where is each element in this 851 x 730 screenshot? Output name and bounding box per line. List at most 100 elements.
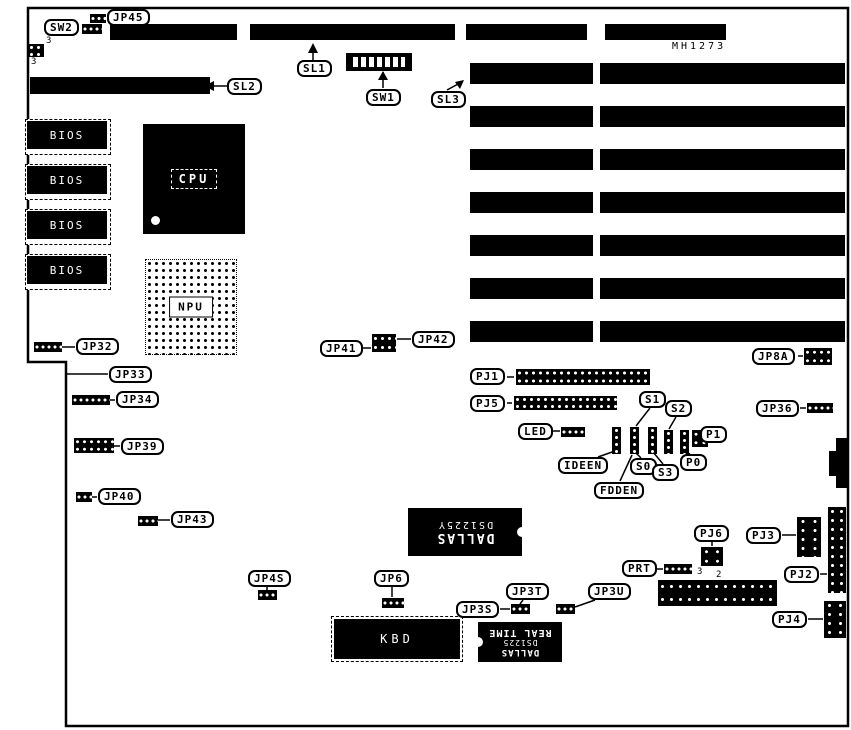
isa-row3-right — [600, 149, 845, 170]
label-pj6: PJ6 — [694, 525, 729, 542]
parallel-port-header — [658, 580, 777, 606]
bios-chip-3: BIOS — [27, 211, 107, 239]
label-jp3s: JP3S — [456, 601, 499, 618]
label-s1: S1 — [639, 391, 667, 408]
jumper-ideen — [612, 427, 621, 454]
keyboard-din-connector-step — [829, 451, 837, 476]
rtc-subtitle: REAL TIME — [488, 627, 552, 638]
jp3u-connector — [556, 604, 575, 614]
npu-socket: NPU — [145, 259, 237, 355]
sl2-slot — [30, 77, 210, 94]
isa-row6-left — [470, 278, 593, 299]
jp45-connector — [90, 14, 106, 23]
jumper-s3 — [648, 427, 657, 454]
label-p1: P1 — [700, 426, 728, 443]
pj3-connector — [797, 517, 821, 557]
dallas-brand: DALLAS — [435, 530, 495, 545]
bios-chip-label: BIOS — [49, 263, 85, 277]
label-prt: PRT — [622, 560, 657, 577]
jp3s-jp3t-connector — [511, 604, 530, 614]
chip-notch — [517, 527, 527, 537]
isa-row2-left — [470, 106, 593, 127]
pj5-header — [514, 396, 617, 410]
edge-connector — [28, 44, 44, 57]
label-s0: S0 — [630, 458, 658, 475]
npu-label: NPU — [169, 296, 213, 318]
jp43-connector — [138, 516, 158, 526]
sw2-connector — [82, 24, 102, 34]
label-s2: S2 — [665, 400, 693, 417]
bios-chip-2: BIOS — [27, 166, 107, 194]
pj2-connector — [828, 507, 846, 593]
isa-row4-right — [600, 192, 845, 213]
isa-row1-left — [470, 63, 593, 84]
top-slot-2 — [250, 24, 455, 40]
bios-chip-label: BIOS — [49, 218, 85, 232]
dallas-nvram-chip: DALLAS DS1225Y — [408, 508, 527, 556]
label-pj3: PJ3 — [746, 527, 781, 544]
rtc-brand: DALLAS — [500, 647, 540, 657]
pj4-connector — [824, 601, 846, 638]
keyboard-din-connector — [836, 438, 849, 488]
edge-pin-number-bottom: 3 — [31, 57, 37, 67]
dallas-rtc-chip: DALLAS DS1225 REAL TIME — [473, 622, 562, 662]
label-jp45: JP45 — [107, 9, 150, 26]
isa-row1-right — [600, 63, 845, 84]
cpu-chip: CPU — [143, 124, 245, 234]
label-sl1: SL1 — [297, 60, 332, 77]
pj6-connector — [701, 547, 723, 566]
cpu-pin1-dot — [151, 216, 160, 225]
bios-chip-label: BIOS — [49, 173, 85, 187]
label-led: LED — [518, 423, 553, 440]
bios-chip-4: BIOS — [27, 256, 107, 284]
label-pj2: PJ2 — [784, 566, 819, 583]
edge-pin-number-top: 3 — [46, 36, 52, 46]
isa-row3-left — [470, 149, 593, 170]
isa-row2-right — [600, 106, 845, 127]
bios-chip-1: BIOS — [27, 121, 107, 149]
isa-row5-left — [470, 235, 593, 256]
kbd-chip: KBD — [334, 619, 460, 659]
jp4s-connector — [258, 590, 277, 600]
label-jp39: JP39 — [121, 438, 164, 455]
label-jp3u: JP3U — [588, 583, 631, 600]
jp40-connector — [76, 492, 92, 502]
isa-row7-left — [470, 321, 593, 342]
top-slot-1 — [110, 24, 237, 40]
label-jp34: JP34 — [116, 391, 159, 408]
label-pj5: PJ5 — [470, 395, 505, 412]
label-jp8a: JP8A — [752, 348, 795, 365]
label-jp40: JP40 — [98, 488, 141, 505]
jp41-jp42-connector — [372, 334, 396, 352]
label-sl2: SL2 — [227, 78, 262, 95]
led-connector — [561, 427, 585, 437]
isa-row7-right — [600, 321, 845, 342]
jp34-connector — [72, 395, 110, 405]
label-jp42: JP42 — [412, 331, 455, 348]
label-jp41: JP41 — [320, 340, 363, 357]
sw1-dip-row — [353, 57, 405, 67]
dallas-nvram-text: DALLAS DS1225Y — [408, 508, 522, 556]
pj6-pin-number-2: 2 — [716, 570, 722, 580]
jp39-connector — [74, 438, 114, 453]
board-outline — [26, 6, 850, 728]
label-jp6: JP6 — [374, 570, 409, 587]
jp8a-connector — [804, 348, 832, 365]
jumper-p0 — [680, 430, 689, 454]
label-sw2: SW2 — [44, 19, 79, 36]
label-pj1: PJ1 — [470, 368, 505, 385]
label-jp33: JP33 — [109, 366, 152, 383]
isa-row5-right — [600, 235, 845, 256]
label-jp3t: JP3T — [506, 583, 549, 600]
label-jp4s: JP4S — [248, 570, 291, 587]
jumper-s0-s1 — [630, 427, 639, 454]
jumper-s2 — [664, 430, 673, 454]
jp32-connector — [34, 342, 62, 352]
label-jp36: JP36 — [756, 400, 799, 417]
top-slot-4 — [605, 24, 726, 40]
label-jp32: JP32 — [76, 338, 119, 355]
label-p0: P0 — [680, 454, 708, 471]
board-part-number: MH1273 — [672, 41, 727, 52]
pj1-header — [516, 369, 650, 385]
